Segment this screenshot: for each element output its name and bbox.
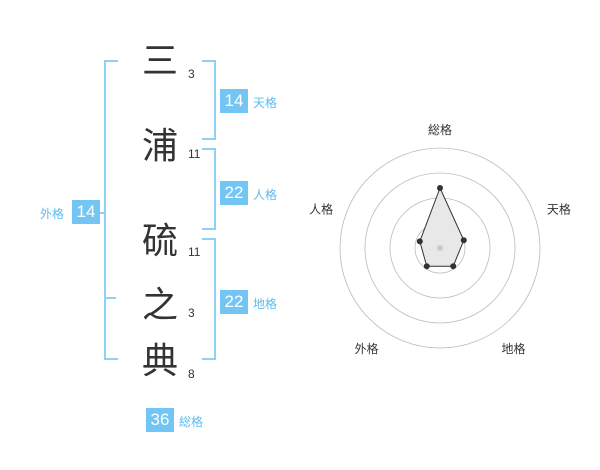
tenkaku-label: 天格	[253, 96, 278, 110]
gaikaku-bracket-connector	[100, 212, 106, 214]
name-char-3: 硫	[141, 221, 178, 262]
radar-axis-label-1: 総格	[428, 122, 452, 137]
radar-axis-label-5: 人格	[309, 201, 333, 216]
name-char-1: 三	[141, 41, 178, 82]
stroke-count-2: 11	[188, 147, 201, 161]
radar-axis-label-3: 地格	[501, 341, 525, 356]
chikaku-value: 22	[220, 290, 248, 314]
tenkaku-value: 14	[220, 89, 248, 113]
chikaku-bracket	[202, 238, 216, 360]
radar-points	[416, 185, 467, 270]
radar-point-5	[416, 238, 423, 245]
stroke-count-4: 3	[188, 306, 195, 320]
name-char-2: 浦	[141, 126, 178, 167]
radar-ring	[364, 172, 516, 324]
radar-polygon	[419, 186, 465, 267]
gaikaku-bracket	[104, 60, 118, 360]
stroke-count-1: 3	[188, 67, 195, 81]
radar-point-3	[450, 263, 457, 270]
radar-axis-label-2: 天格	[547, 201, 571, 216]
chikaku-label: 地格	[253, 297, 278, 311]
tenkaku-bracket	[202, 60, 216, 140]
radar-center-dot	[437, 245, 443, 251]
gaikaku-value: 14	[72, 200, 100, 224]
radar-ring	[339, 147, 541, 349]
soukaku-label: 総格	[179, 415, 204, 429]
radar-point-4	[423, 263, 430, 270]
radar-axis-label-4: 外格	[355, 341, 379, 356]
jinkaku-label: 人格	[253, 188, 278, 202]
radar-point-2	[460, 237, 467, 244]
jinkaku-value: 22	[220, 181, 248, 205]
radar-point-1	[437, 185, 443, 191]
name-char-4: 之	[141, 285, 178, 326]
stroke-count-5: 8	[188, 367, 195, 381]
name-char-5: 典	[141, 341, 178, 382]
soukaku-value: 36	[146, 408, 174, 432]
gaikaku-label: 外格	[40, 207, 65, 221]
jinkaku-bracket	[202, 148, 216, 230]
gaikaku-bracket-mid-tick	[104, 297, 116, 299]
stroke-count-3: 11	[188, 245, 201, 259]
